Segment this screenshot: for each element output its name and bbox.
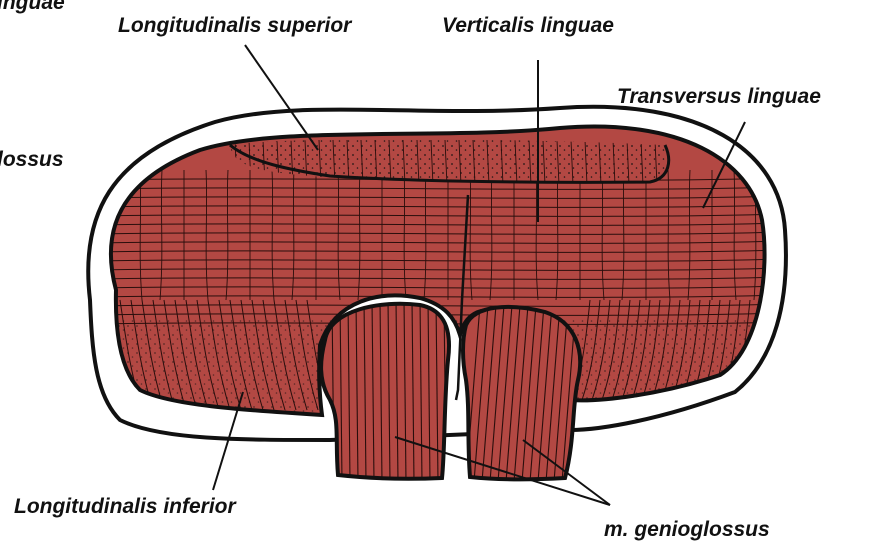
label-transversus-linguae: Transversus linguae — [617, 86, 821, 107]
label-longitudinalis-inferior: Longitudinalis inferior — [14, 496, 236, 517]
label-m-genioglossus: m. genioglossus — [604, 519, 770, 540]
label-longitudinalis-superior: Longitudinalis superior — [118, 15, 351, 36]
cropped-label-mid-left: lossus — [0, 149, 64, 170]
cropped-label-top-left: inguae — [0, 0, 65, 13]
label-verticalis-linguae: Verticalis linguae — [442, 15, 614, 36]
